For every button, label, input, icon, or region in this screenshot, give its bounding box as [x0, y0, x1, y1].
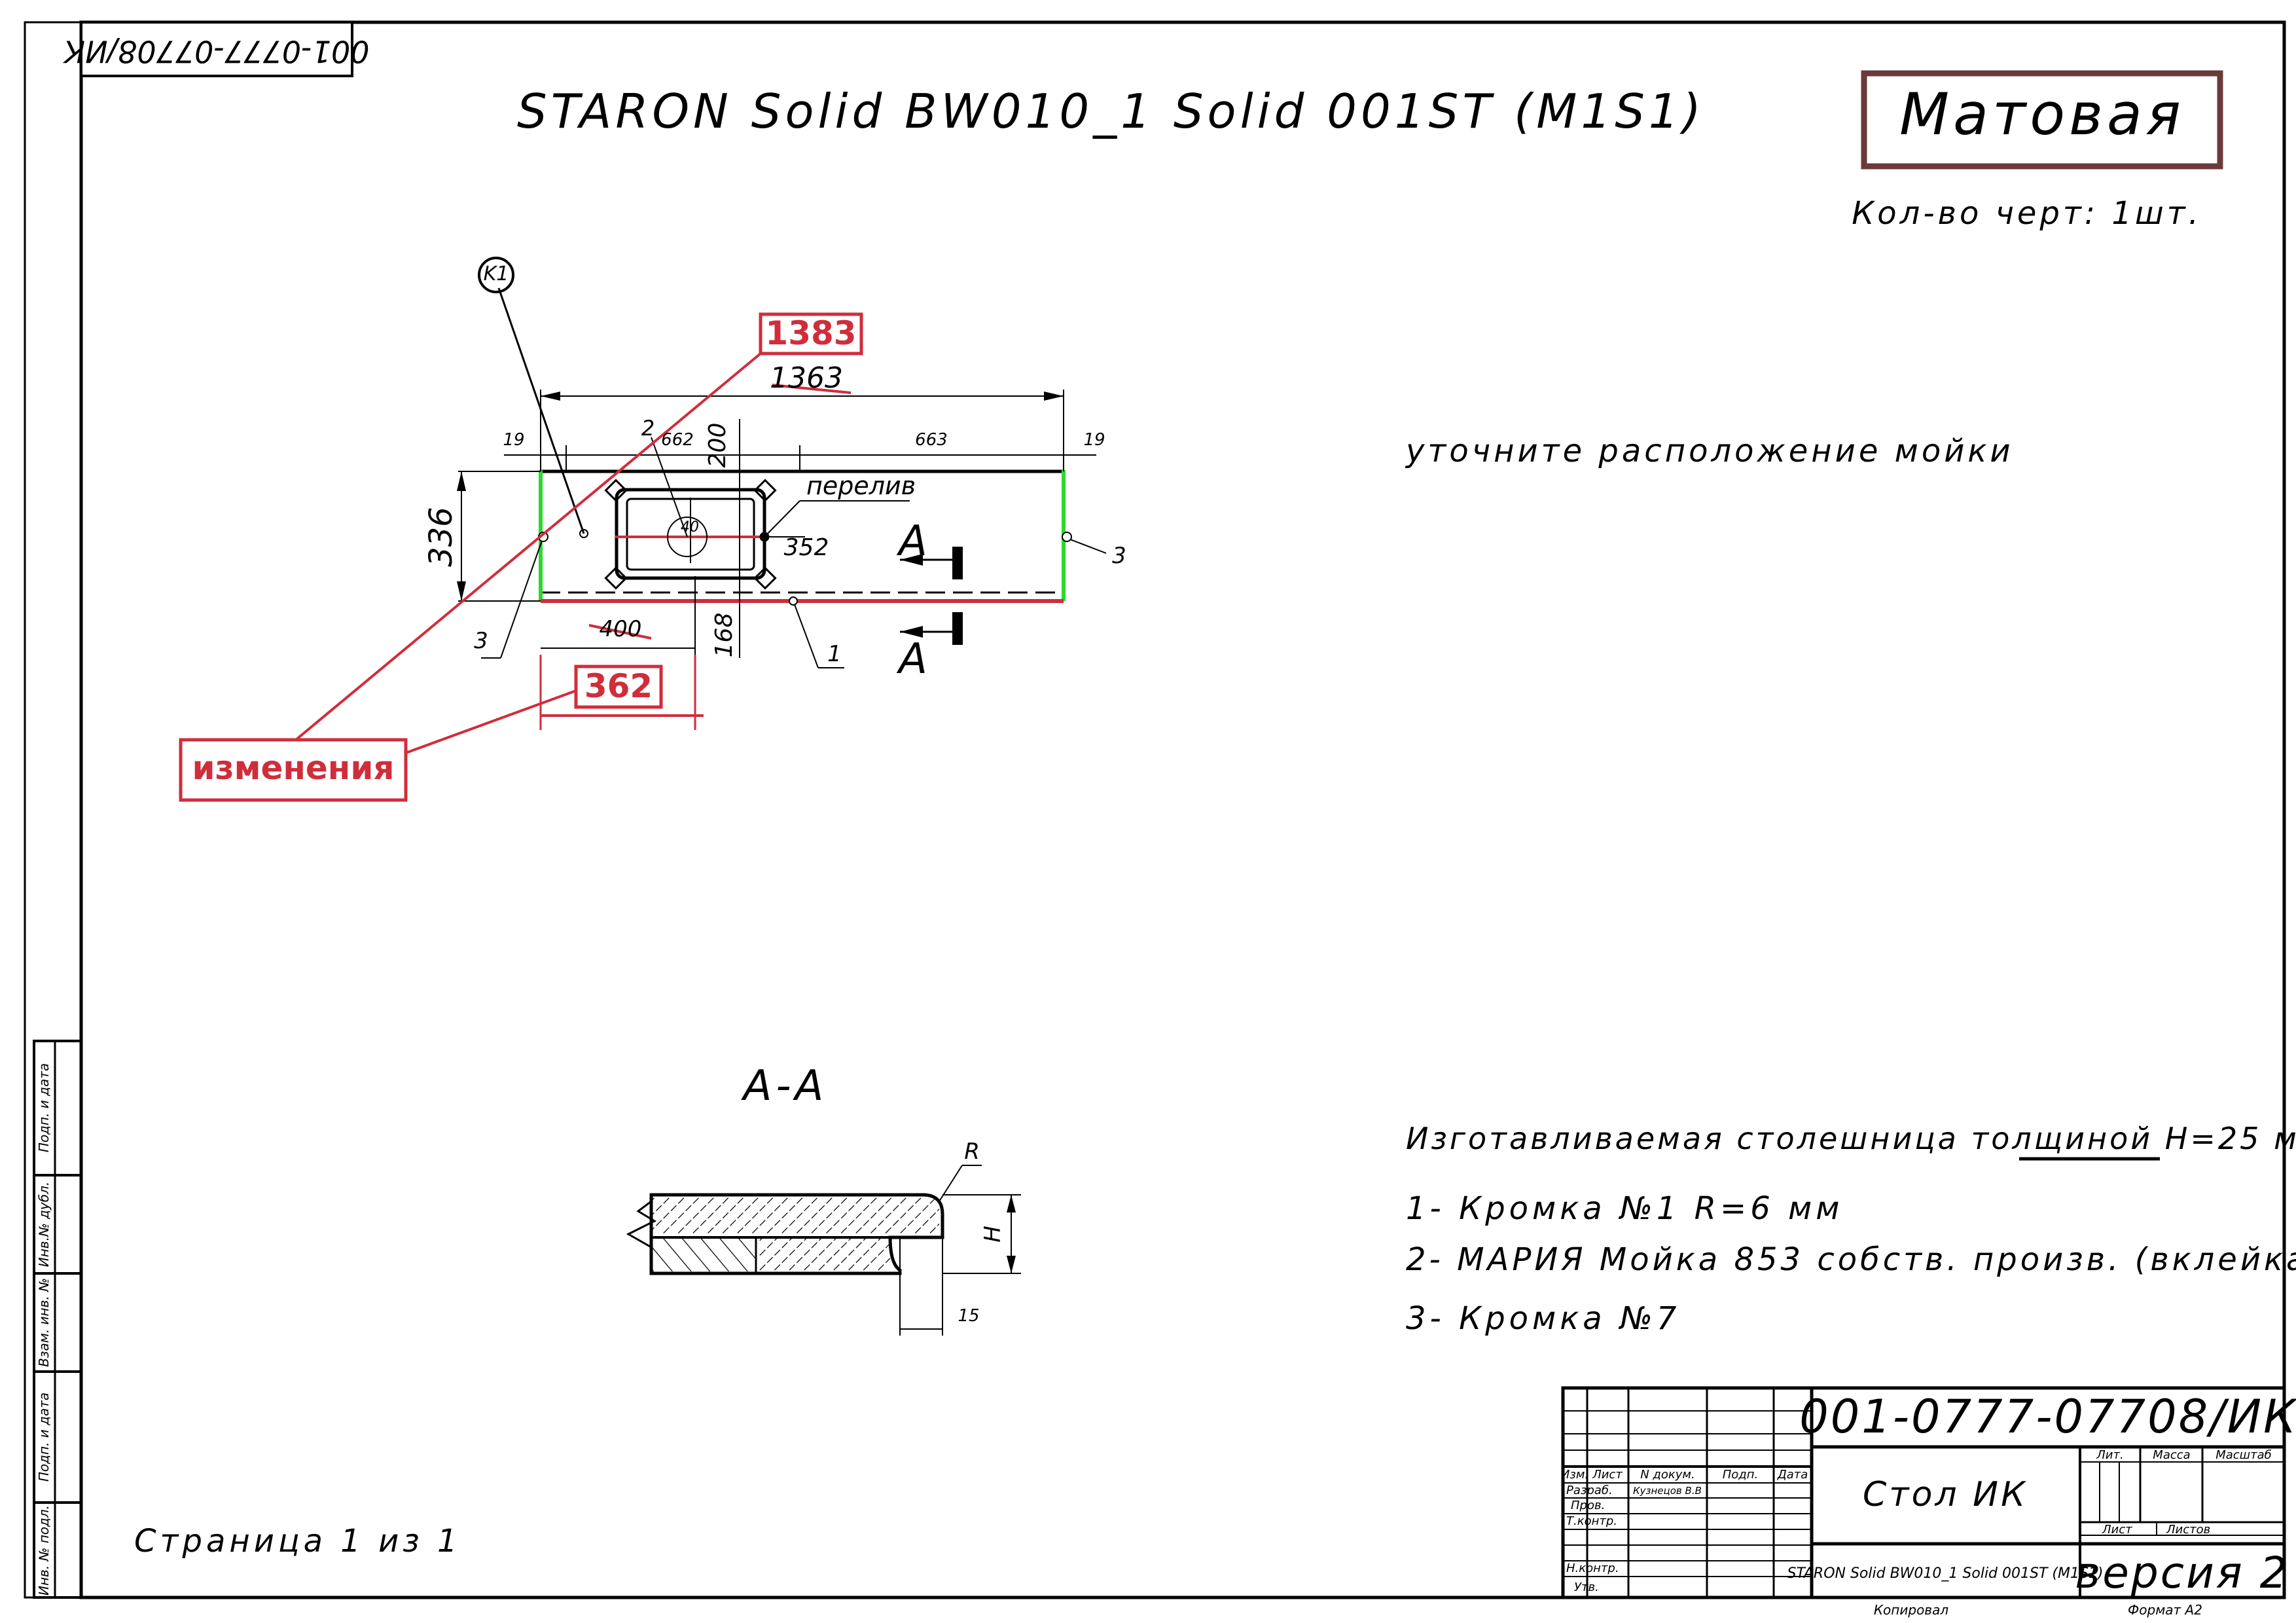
marker-3-right: 3 — [1112, 543, 1126, 569]
section-letter-bottom: A — [896, 635, 927, 684]
tb-row-tkontr: Т.контр. — [1566, 1514, 1617, 1528]
tb-material: STARON Solid BW010_1 Solid 001ST (M1S1) — [1787, 1565, 2103, 1582]
page-counter: Страница 1 из 1 — [134, 1523, 461, 1559]
inner-frame — [79, 20, 2286, 1599]
tb-row-prov: Пров. — [1571, 1499, 1605, 1512]
tb-name: Стол ИК — [1863, 1475, 2028, 1514]
quantity-label: Кол-во черт: 1шт. — [1852, 195, 2202, 232]
changes-label: изменения — [192, 749, 394, 787]
dim-352: 352 — [784, 534, 829, 561]
section-view — [626, 1165, 1021, 1336]
marker-1: 1 — [827, 641, 842, 667]
changes-box — [179, 738, 408, 802]
dim-sink-offset-new: 362 — [584, 667, 653, 705]
note-sink-position: уточните расположение мойки — [1405, 433, 2014, 469]
dim-total-old: 1363 — [770, 361, 843, 395]
section-dim-15: 15 — [958, 1306, 979, 1326]
label-overflow: перелив — [806, 471, 916, 500]
section-label-r: R — [964, 1139, 980, 1165]
dim-168: 168 — [711, 613, 738, 658]
tb-row-utv: Утв. — [1574, 1580, 1599, 1594]
note-item-1: 1- Кромка №1 R=6 мм — [1406, 1190, 1843, 1227]
marker-3-left: 3 — [474, 628, 488, 654]
dim-total-new-box — [759, 312, 863, 356]
tb-col-ndoc: N докум. — [1640, 1468, 1695, 1482]
tb-col-podp: Подп. — [1723, 1468, 1758, 1482]
tb-row-nkontr: Н.контр. — [1566, 1561, 1619, 1575]
dim-depth: 336 — [423, 507, 459, 567]
tb-listov: Листов — [2166, 1523, 2210, 1537]
note-item-3: 3- Кромка №7 — [1406, 1300, 1680, 1337]
section-title: A-A — [741, 1062, 828, 1110]
side-strip-cell-2: Инв.№ дубл. — [36, 1182, 52, 1267]
plan-view — [287, 257, 1107, 754]
tb-massa: Масса — [2153, 1448, 2190, 1462]
dim-sink-offset-old: 400 — [600, 616, 642, 642]
sink-hint: 40 — [681, 519, 699, 536]
finish-box — [1861, 70, 2223, 170]
note-item-2: 2- МАРИЯ Мойка 853 собств. произв. (вкле… — [1406, 1241, 2296, 1278]
dim-left-edge: 19 — [503, 430, 524, 450]
tb-list: Лист — [2102, 1523, 2132, 1537]
tb-masshtab: Масштаб — [2215, 1448, 2272, 1462]
outer-frame — [24, 21, 2286, 1599]
tb-kopiroval: Копировал — [1874, 1602, 1948, 1618]
section-letter-top: A — [896, 517, 927, 566]
tb-doc-number: 001-0777-07708/ИК — [1799, 1390, 2296, 1444]
thickness-note: Изготавливаемая столешница толщиной H=25… — [1406, 1121, 2296, 1156]
stamp-box: 001-0777-07708/ИК — [62, 21, 369, 77]
side-strip-cell-5: Инв. № подл. — [36, 1505, 52, 1596]
stamp-text: 001-0777-07708/ИК — [62, 34, 369, 69]
dim-right-edge: 19 — [1083, 430, 1105, 450]
tb-col-izm: Изм. — [1561, 1468, 1588, 1482]
callout-k1: K1 — [484, 263, 509, 285]
dim-right-part: 663 — [915, 430, 948, 450]
marker-2: 2 — [641, 416, 655, 441]
dim-sink-width: 662 — [661, 430, 694, 450]
tb-version: версия 2 — [2075, 1548, 2289, 1598]
drawing-title: STARON Solid BW010_1 Solid 001ST (M1S1) — [517, 84, 1705, 139]
side-strip-cell-4: Подп. и дата — [36, 1393, 52, 1482]
thickness-value: H=25 мм — [2165, 1121, 2296, 1156]
tb-lit: Лит. — [2096, 1448, 2123, 1462]
title-block — [1561, 1386, 2286, 1599]
tb-col-data: Дата — [1777, 1468, 1808, 1482]
dim-sink-offset-new-box — [574, 665, 663, 709]
side-strip — [33, 1040, 82, 1599]
section-label-h: H — [980, 1226, 1006, 1243]
tb-razrab-name: Кузнецов В.В — [1633, 1485, 1702, 1497]
dim-total-new: 1383 — [765, 314, 856, 352]
tb-row-razrab: Разраб. — [1566, 1484, 1613, 1497]
side-strip-cell-1: Подп. и дата — [36, 1063, 52, 1152]
side-strip-cell-3: Взам. инв. № — [36, 1278, 52, 1367]
tb-col-list: Лист — [1592, 1468, 1623, 1482]
dim-200: 200 — [704, 423, 731, 468]
tb-format: Формат А2 — [2128, 1602, 2202, 1618]
finish-label: Матовая — [1899, 81, 2185, 148]
